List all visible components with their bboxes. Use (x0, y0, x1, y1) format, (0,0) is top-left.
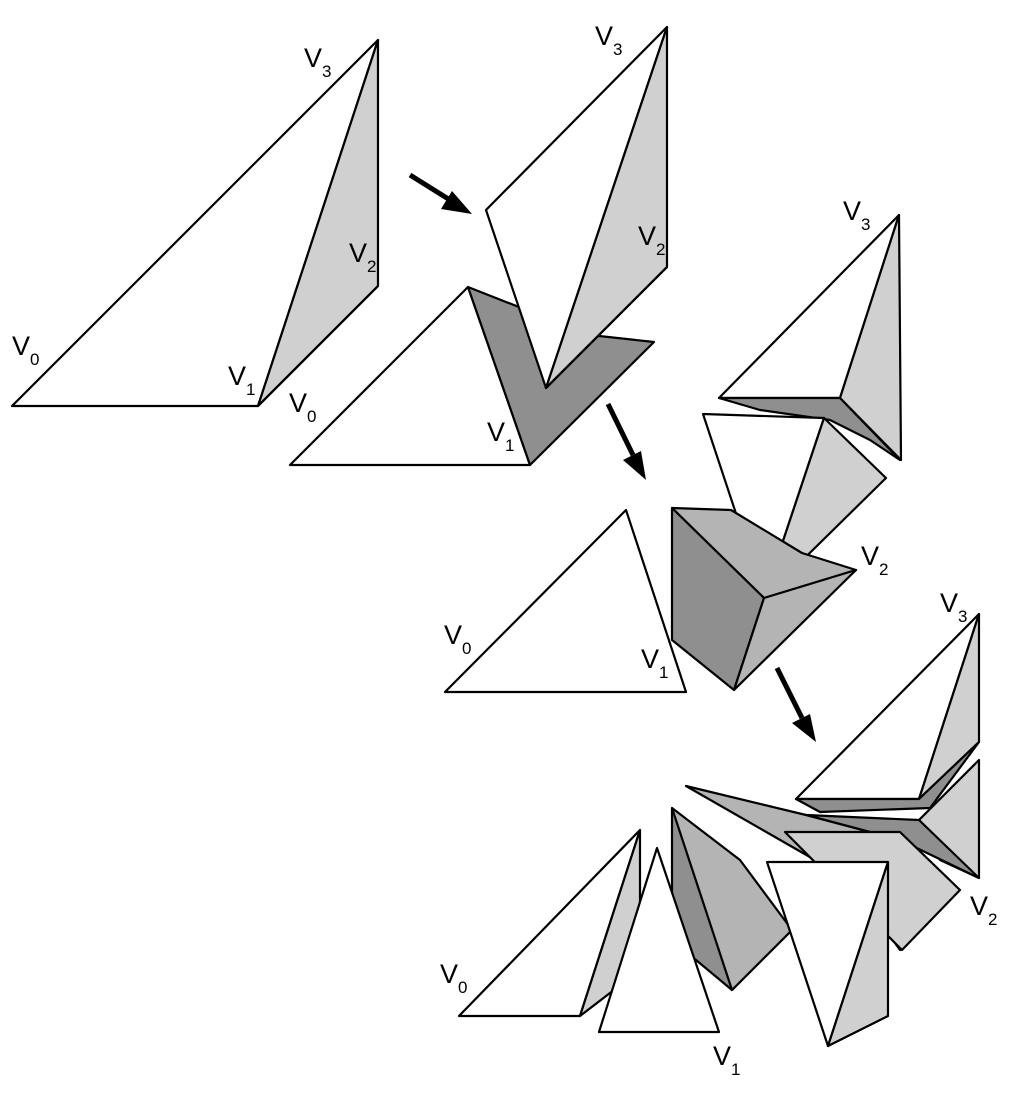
stage-2-label-v0: V0 (289, 388, 316, 426)
stage-2-pieces (288, 25, 669, 467)
stage-4-label-v3: V3 (940, 588, 967, 626)
arrow-stage-3-to-4 (774, 666, 816, 742)
stage-2-edge (545, 266, 668, 389)
stage-2-label-v3: V3 (595, 21, 622, 59)
stage-1-label-v1: V1 (228, 361, 255, 399)
stage-1-label-v3: V3 (304, 43, 331, 81)
stage-4-right-white-side (826, 860, 890, 1048)
arrow-stage-2-to-3 (605, 402, 646, 480)
stage-4-pieces (457, 612, 981, 1048)
stage-1-edge (257, 285, 379, 407)
stage-3-lower-mid-face (732, 568, 858, 692)
stage-1-tetrahedron (10, 38, 380, 408)
stage-3-left-white-face (443, 508, 688, 694)
stage-4-front-white-face (597, 846, 721, 1034)
stage-3-label-v1: V1 (641, 644, 668, 682)
stage-4-label-v2: V2 (970, 891, 997, 929)
stage-4-label-v1: V1 (713, 1041, 740, 1079)
stage-4-top-bottom-face (794, 740, 981, 814)
stage-3-label-v2: V2 (861, 541, 888, 579)
stage-3-pieces (443, 213, 903, 694)
stage-3-label-v0: V0 (444, 620, 471, 658)
stage-1-label-v0: V0 (12, 331, 39, 369)
arrow-stage-1-to-2 (408, 172, 472, 214)
stage-4-label-v0: V0 (440, 959, 467, 997)
stage-3-label-v3: V3 (843, 196, 870, 234)
stage-1-label-v2: V2 (349, 238, 376, 276)
stage-2-label-v1: V1 (487, 417, 514, 455)
stage-2-label-v2: V2 (638, 221, 665, 259)
stage-3-top-bottom-face (717, 396, 902, 462)
